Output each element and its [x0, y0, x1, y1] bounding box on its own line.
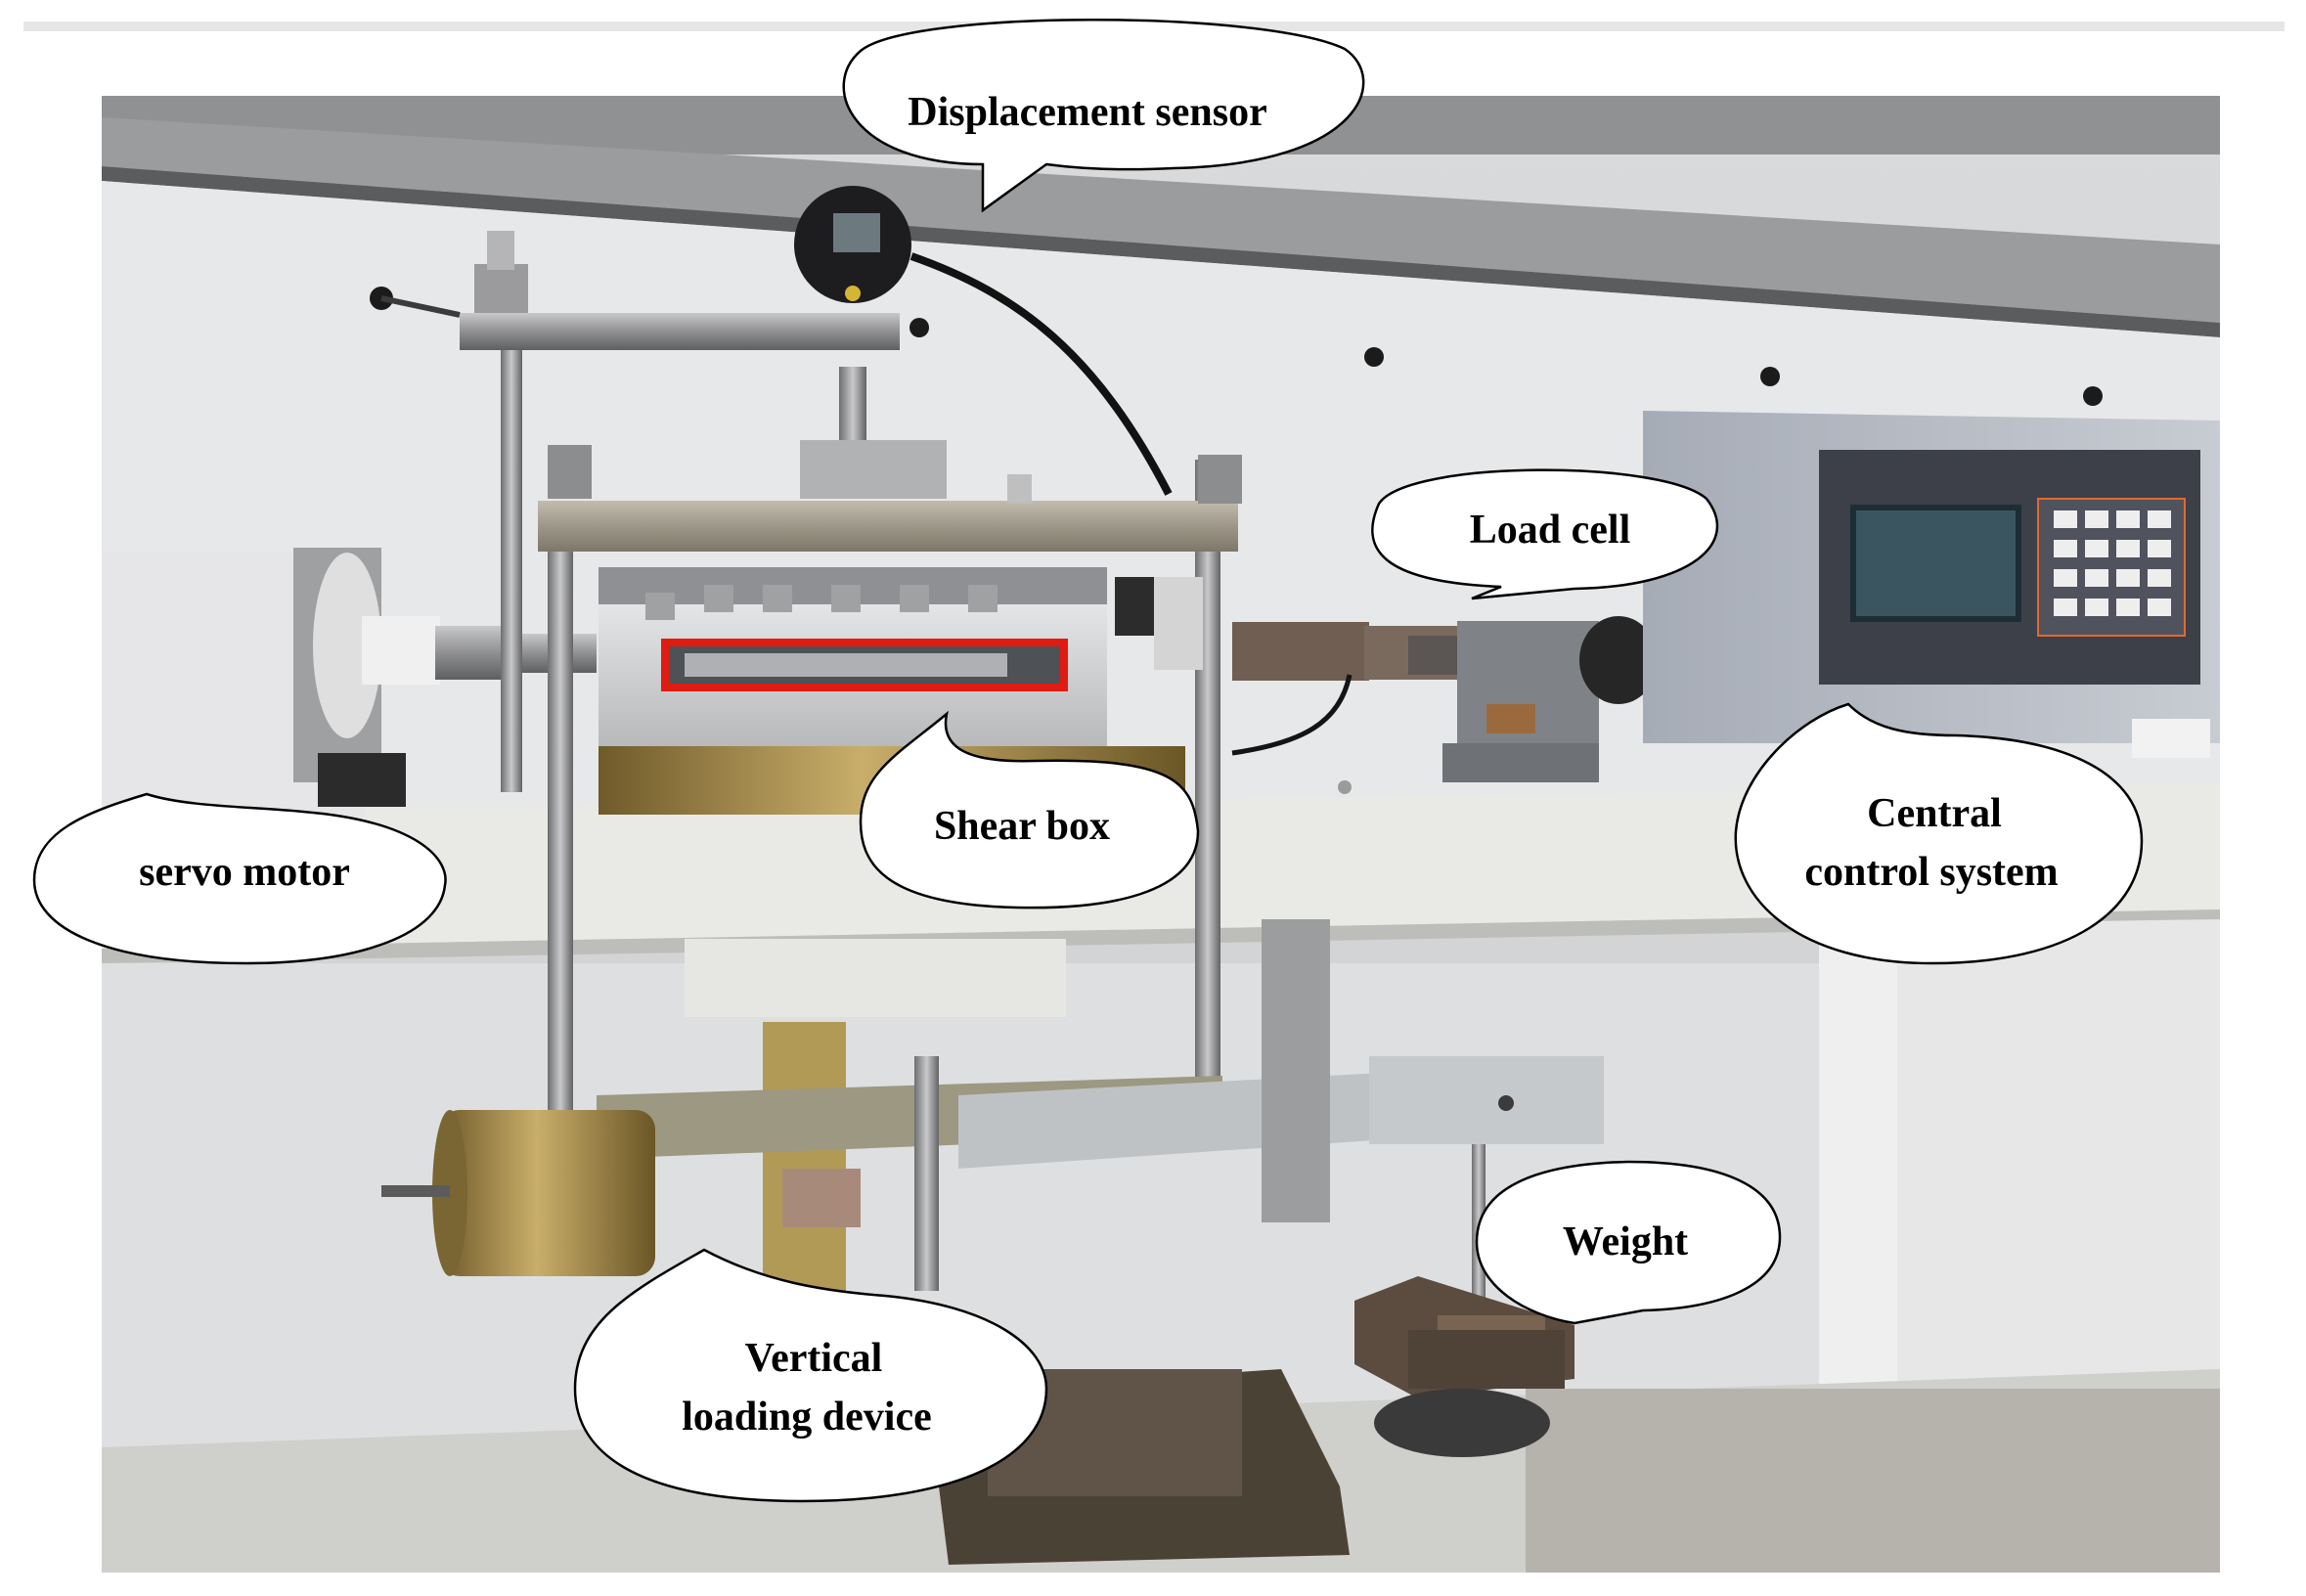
label-displacement-sensor: Displacement sensor	[908, 90, 1266, 135]
callout-shear-box	[859, 710, 1200, 909]
label-servo-motor: servo motor	[139, 850, 350, 895]
label-load-cell: Load cell	[1470, 508, 1631, 553]
callout-servo-motor	[32, 792, 447, 965]
callout-vertical-loading	[573, 1248, 1048, 1503]
label-vertical-loading-line2: loading device	[682, 1395, 932, 1440]
callout-displacement-sensor	[842, 19, 1365, 213]
label-central-control-line1: Central	[1867, 791, 2002, 836]
callout-central-control	[1734, 702, 2144, 965]
apparatus-photo	[102, 96, 2220, 1573]
label-shear-box: Shear box	[934, 804, 1110, 849]
callout-weight	[1475, 1160, 1782, 1325]
label-central-control-line2: control system	[1804, 850, 2058, 895]
label-weight: Weight	[1563, 1219, 1688, 1264]
callout-load-cell	[1371, 468, 1719, 600]
label-vertical-loading-line1: Vertical	[745, 1336, 883, 1381]
